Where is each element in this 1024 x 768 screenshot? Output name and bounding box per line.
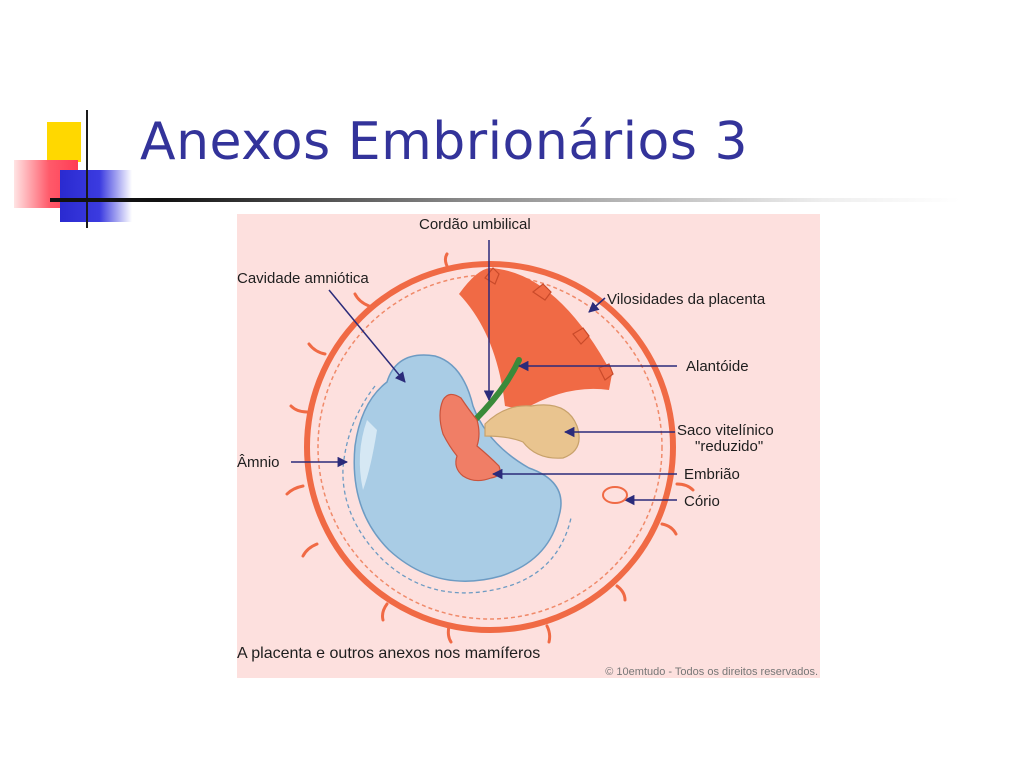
copyright-note: © 10emtudo - Todos os direitos reservado… bbox=[605, 666, 818, 678]
slide-title: Anexos Embrionários 3 bbox=[140, 112, 749, 172]
yolk-sac bbox=[484, 404, 580, 459]
title-underline bbox=[50, 198, 960, 202]
label-saco-reduzido: "reduzido" bbox=[695, 438, 763, 455]
amnion-dashed-line bbox=[342, 385, 572, 594]
decor-yellow-square bbox=[47, 122, 81, 162]
small-villi bbox=[285, 252, 695, 644]
label-cordao-umbilical: Cordão umbilical bbox=[419, 216, 531, 233]
decor-blue-square bbox=[60, 170, 132, 222]
arrow-cavidade bbox=[328, 289, 406, 383]
label-arrows bbox=[291, 240, 677, 506]
embryo-diagram: Cordão umbilical Cavidade amniótica Vilo… bbox=[237, 214, 820, 678]
allantois bbox=[472, 357, 522, 423]
corio-marker bbox=[602, 486, 628, 504]
chorion bbox=[304, 261, 676, 633]
arrow-vilosidades bbox=[588, 297, 606, 313]
label-vilosidades: Vilosidades da placenta bbox=[607, 291, 766, 308]
label-amnio: Âmnio bbox=[237, 454, 280, 471]
label-corio: Cório bbox=[684, 493, 720, 510]
figure-caption: A placenta e outros anexos nos mamíferos bbox=[237, 645, 540, 662]
decor-vertical-line bbox=[86, 110, 88, 228]
label-cavidade-amniotica: Cavidade amniótica bbox=[237, 270, 369, 287]
amnion-highlight bbox=[359, 420, 377, 490]
label-alantoide: Alantóide bbox=[686, 358, 749, 375]
label-embriao: Embrião bbox=[684, 466, 740, 483]
label-saco-vitelinico: Saco vitelínico bbox=[677, 422, 774, 439]
